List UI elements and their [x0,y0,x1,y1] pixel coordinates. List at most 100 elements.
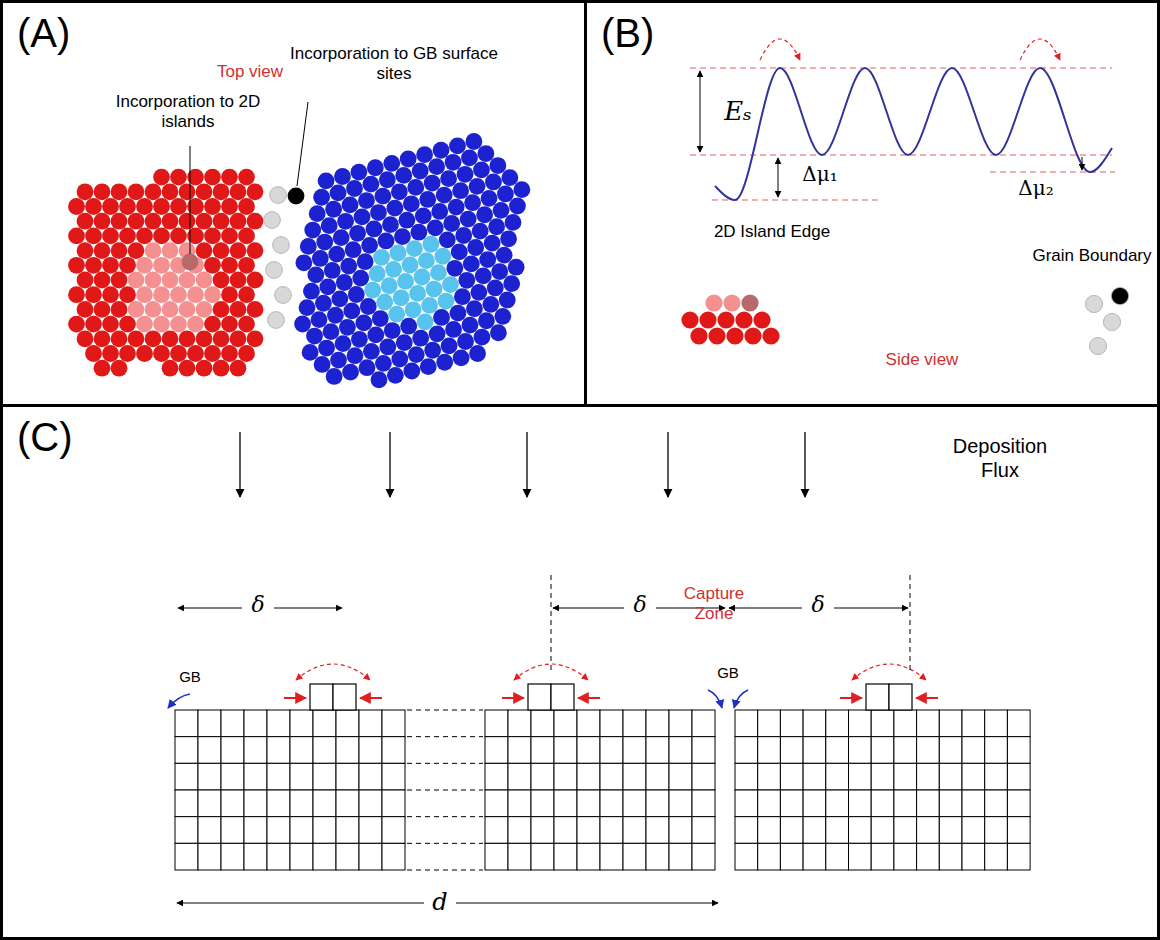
blue-grain-atom [458,272,475,289]
zone-label: Capture Zone [669,584,759,625]
blue-grain-atom [431,203,448,220]
red-grain-atom [128,330,145,347]
red-grain-atom [128,213,145,230]
gb-arrow [168,694,190,708]
blue-grain-atom [493,202,510,219]
red-grain-atom [247,301,264,318]
blue-grain-atom [295,254,312,271]
blue-grain-atom [374,188,391,205]
dimension-arrow [700,71,701,152]
island-atom [699,311,716,328]
lattice-cell [554,843,577,870]
lattice-cell [600,817,623,844]
blue-grain-atom [351,331,368,348]
blue-grain-atom [424,342,441,359]
red-grain-atom [68,257,85,274]
blue-grain-atom [436,354,453,371]
lattice-cell [508,790,531,817]
red-grain-atom [94,272,111,289]
red-grain-atom [128,301,145,318]
blue-grain-atom [383,155,400,172]
lattice-cell [871,763,894,790]
gb-side-atom [1085,295,1102,312]
lattice-cell [554,737,577,764]
lattice-cell [646,817,669,844]
lattice-cell [508,817,531,844]
lattice-cell [735,843,758,870]
lattice-cell [803,843,826,870]
lattice-cell [780,790,803,817]
blue-grain-atom [319,278,336,295]
blue-grain-atom [482,296,499,313]
red-grain-atom [238,257,255,274]
lattice-cell [554,790,577,817]
blue-grain-atom [454,288,471,305]
blue-grain-atom [381,277,398,294]
blue-grain-atom [501,169,518,186]
red-grain-atom [238,316,255,333]
lattice-cell [577,843,600,870]
reference-line [990,171,1115,172]
red-grain-atom [238,228,255,245]
blue-grain-atom [439,231,456,248]
blue-grain-atom [464,194,481,211]
red-grain-atom [77,242,94,259]
island-edge-atom [705,294,722,311]
red-grain-atom [247,183,264,200]
island-cell [551,684,574,710]
lattice-cell [894,790,917,817]
red-grain-atom [204,345,221,362]
blue-grain-atom [363,343,380,360]
blue-grain-atom [312,250,329,267]
red-grain-atom [111,183,128,200]
lattice-cell [669,843,692,870]
continuation-line [407,710,483,711]
blue-grain-atom [445,321,462,338]
lattice-cell [244,790,267,817]
blue-grain-atom [466,300,483,317]
blue-grain-atom [470,284,487,301]
red-grain-atom [94,213,111,230]
red-grain-atom [179,330,196,347]
red-grain-atom [238,286,255,303]
blue-grain-atom [421,297,438,314]
lattice-cell [290,737,313,764]
dimension-label: δ [803,592,833,618]
blue-grain-atom [304,222,321,239]
blue-grain-atom [324,262,341,279]
red-grain-atom [102,316,119,333]
red-grain-atom [102,286,119,303]
blue-grain-atom [351,164,368,181]
blue-grain-atom [508,259,525,276]
blue-grain-atom [339,319,356,336]
hop-arrow [760,39,800,60]
flux-arrow [667,432,668,497]
blue-grain-atom [314,356,331,373]
blue-grain-atom [330,352,347,369]
blue-grain-atom [403,195,420,212]
blue-grain-atom [307,266,324,283]
island-cell [866,684,889,710]
red-grain-atom [85,257,102,274]
blue-grain-atom [409,285,426,302]
lattice-cell [244,843,267,870]
island-cell [889,684,912,710]
red-grain-atom [136,286,153,303]
lattice-cell [692,710,715,737]
deposition-schematic [168,432,1030,903]
red-grain-atom [128,272,145,289]
lattice-cell [531,737,554,764]
blue-grain-atom [436,187,453,204]
lattice-cell [826,843,849,870]
blue-grain-atom [337,213,354,230]
island-atom [726,327,743,344]
red-grain-atom [153,169,170,186]
continuation-line [407,870,483,871]
lattice-cell [917,817,940,844]
blue-grain-atom [434,248,451,265]
lattice-cell [382,790,405,817]
blue-grain-atom [489,157,506,174]
lattice-cell [1007,763,1030,790]
blue-grain-atom [349,225,366,242]
lattice-cell [336,737,359,764]
